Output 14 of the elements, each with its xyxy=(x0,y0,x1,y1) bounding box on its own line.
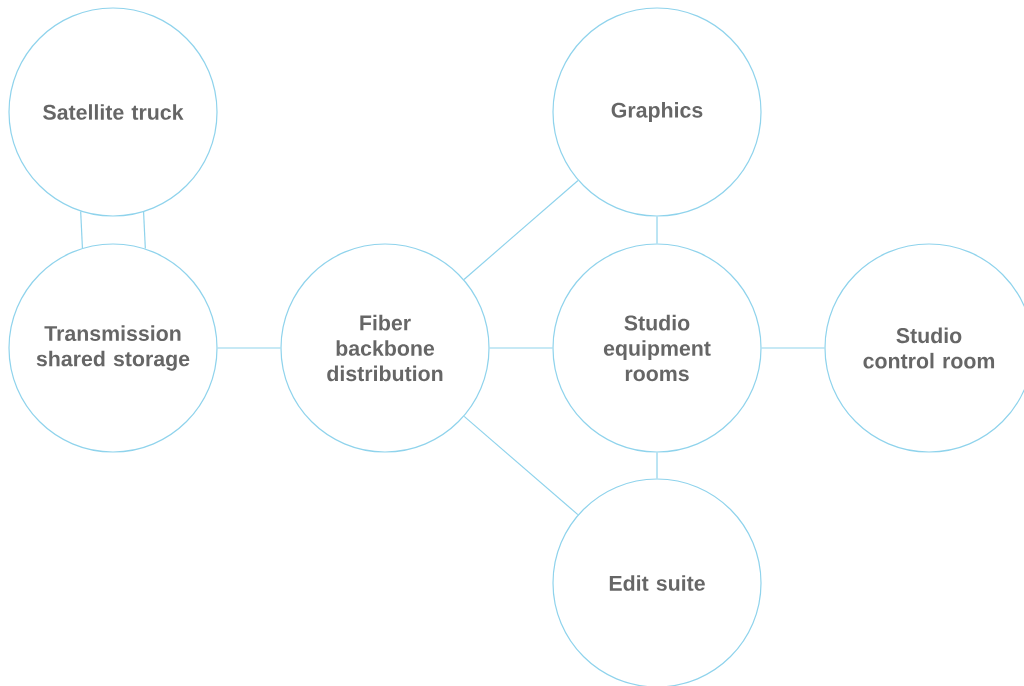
circle-node: Graphics xyxy=(552,7,762,217)
connector-line xyxy=(656,216,658,244)
connector-line xyxy=(656,452,658,479)
circle-node: Studio equipment rooms xyxy=(552,243,762,453)
circle-node: Transmission shared storage xyxy=(8,243,218,453)
connector-line xyxy=(489,347,553,349)
connector-line xyxy=(463,179,579,281)
connector-line xyxy=(80,210,83,249)
connector-line xyxy=(143,211,146,250)
circle-node: Fiber backbone distribution xyxy=(280,243,490,453)
connector-line xyxy=(217,347,281,349)
connector-line xyxy=(463,415,579,516)
connector-line xyxy=(761,347,825,349)
circle-node: Satellite truck xyxy=(8,7,218,217)
